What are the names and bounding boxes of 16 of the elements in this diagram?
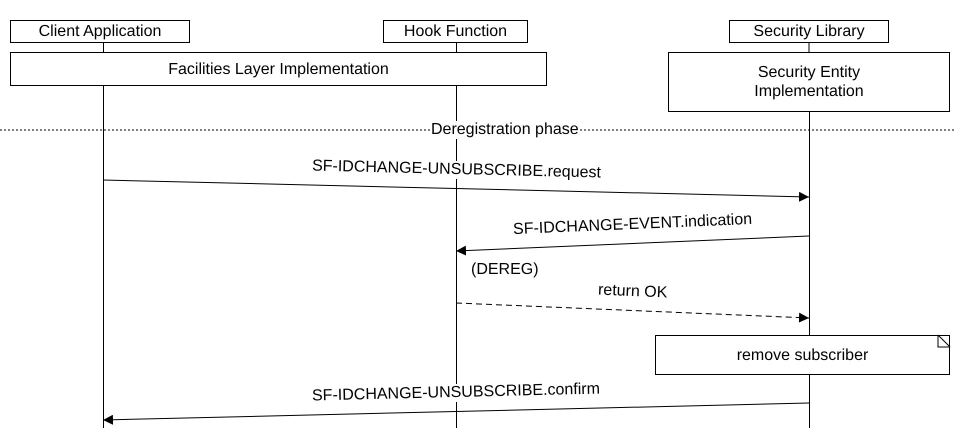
message-arrow [102,402,810,425]
lifeline [809,112,810,428]
message-label: SF-IDCHANGE-UNSUBSCRIBE.request [310,157,602,182]
message-arrow [102,180,810,202]
message-arrow [456,302,810,323]
participant-box: Hook Function [383,20,528,43]
lifeline [103,43,104,428]
message-label: SF-IDCHANGE-UNSUBSCRIBE.confirm [310,380,602,405]
phase-label: Deregistration phase [430,121,580,139]
message-arrow [456,236,810,256]
component-box: Facilities Layer Implementation [10,52,547,86]
note-box: remove subscriber [655,335,950,375]
participant-box: Client Application [10,20,190,43]
participant-box: Security Library [729,20,889,43]
message-parameter: (DEREG) [470,261,540,279]
component-box: Security Entity Implementation [668,52,950,112]
